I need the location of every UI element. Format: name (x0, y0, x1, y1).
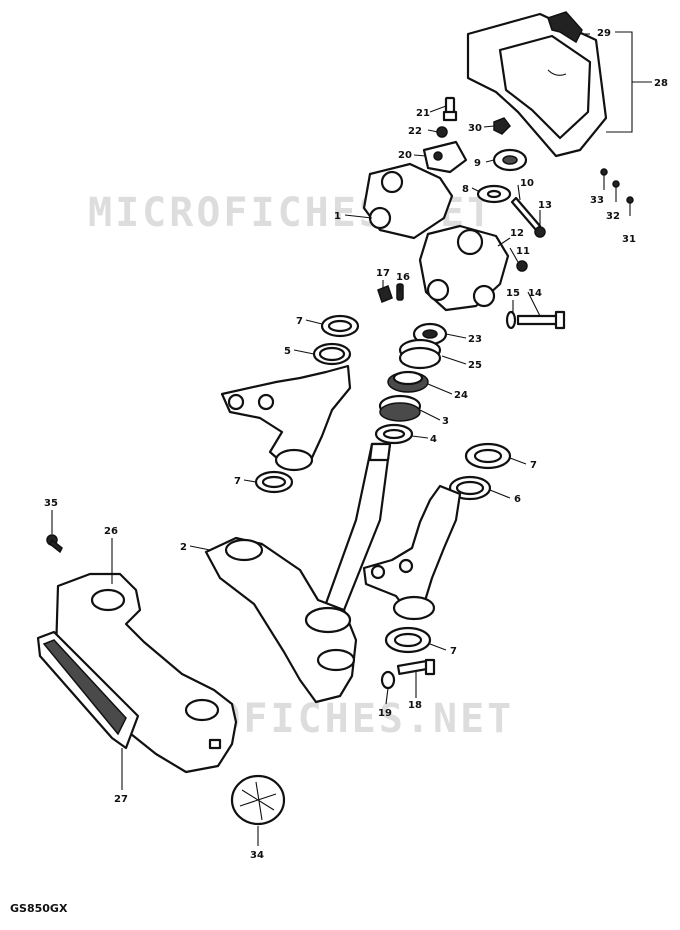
callout-7-c: 7 (234, 476, 241, 487)
callout-numbers: 29 28 21 22 30 20 9 10 8 33 32 31 13 1 1… (44, 28, 668, 861)
handlebar-clamp-part (422, 140, 468, 174)
callout-4: 4 (430, 434, 437, 445)
washer-22-part (436, 126, 448, 138)
fork-seal-7-upper-right-part (464, 442, 512, 470)
lock-nut-24-part (387, 370, 429, 393)
callout-7-d: 7 (450, 646, 457, 657)
callout-2: 2 (180, 542, 187, 553)
bolt-18-part (396, 658, 436, 676)
callout-27: 27 (114, 794, 128, 805)
left-headlight-bracket-part (220, 364, 352, 472)
callout-15: 15 (506, 288, 520, 299)
callout-32: 32 (606, 211, 620, 222)
callout-33: 33 (590, 195, 604, 206)
bearing-3-part (378, 394, 422, 422)
callout-6: 6 (514, 494, 521, 505)
emblem-27-part (36, 630, 140, 750)
model-label: GS850GX (10, 902, 68, 915)
callout-9: 9 (474, 158, 481, 169)
upper-bracket-part (418, 224, 510, 312)
screw-35-part (46, 534, 63, 554)
grommet-9-part (492, 148, 528, 172)
callout-30: 30 (468, 123, 482, 134)
callout-3: 3 (442, 416, 449, 427)
callout-8: 8 (462, 184, 469, 195)
callout-16: 16 (396, 272, 410, 283)
bolt-10-part (510, 196, 542, 232)
fork-seal-7-lower-right-part (384, 626, 432, 654)
callout-31: 31 (622, 234, 636, 245)
leader-lines (51, 31, 652, 846)
bolt-14-part (516, 310, 566, 330)
washer-15-part (505, 310, 517, 330)
callout-29: 29 (597, 28, 611, 39)
race-4-part (374, 423, 414, 445)
callout-26: 26 (104, 526, 118, 537)
right-headlight-bracket-part (362, 484, 462, 621)
callout-35: 35 (44, 498, 58, 509)
fork-seal-7-lower-left-part (254, 470, 294, 494)
callout-34: 34 (250, 850, 264, 861)
callout-23: 23 (468, 334, 482, 345)
callout-7-a: 7 (296, 316, 303, 327)
washer-25-part (398, 338, 442, 370)
nut-13-part (534, 226, 546, 238)
washer-11-part (516, 260, 528, 272)
washer-19-part (380, 670, 396, 690)
washer-8-part (476, 184, 512, 204)
callout-24: 24 (454, 390, 468, 401)
handlebar-cover-part (466, 12, 608, 158)
steering-stem-part (204, 442, 392, 704)
callout-14: 14 (528, 288, 542, 299)
callout-21: 21 (416, 108, 430, 119)
callout-11: 11 (516, 246, 530, 257)
callout-12: 12 (510, 228, 524, 239)
callout-22: 22 (408, 126, 422, 137)
stem-cap-34-part (230, 774, 286, 826)
callout-5: 5 (284, 346, 291, 357)
callout-10: 10 (520, 178, 534, 189)
screw-32-part (612, 180, 620, 202)
clip-part (547, 11, 583, 44)
nut-17-part (377, 285, 393, 303)
callout-1: 1 (334, 211, 341, 222)
bolt-21-part (442, 96, 458, 122)
screw-33-part (600, 168, 608, 190)
fork-seal-7-upper-left-part (320, 314, 360, 338)
callout-19: 19 (378, 708, 392, 719)
callout-28: 28 (654, 78, 668, 89)
fork-guide-5-part (312, 342, 352, 366)
callout-25: 25 (468, 360, 482, 371)
callout-17: 17 (376, 268, 390, 279)
nut-30-part (493, 117, 511, 135)
callout-18: 18 (408, 700, 422, 711)
callout-7-b: 7 (530, 460, 537, 471)
callout-20: 20 (398, 150, 412, 161)
screw-31-part (626, 196, 634, 216)
callout-13: 13 (538, 200, 552, 211)
